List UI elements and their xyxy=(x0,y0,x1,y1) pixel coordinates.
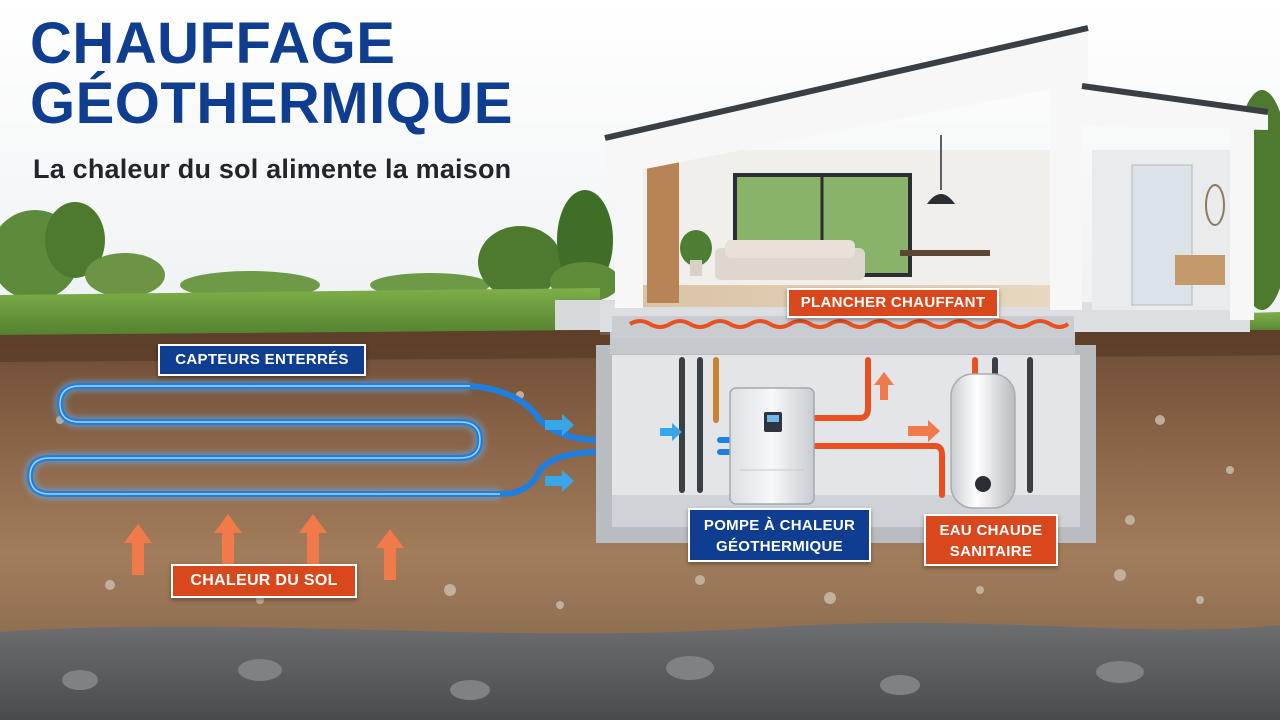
label-pompe-a-chaleur-line1: POMPE À CHALEUR xyxy=(703,517,856,534)
lawn xyxy=(0,288,600,340)
label-chaleur-du-sol-text: CHALEUR DU SOL xyxy=(190,572,338,589)
heat-up-arrow-icon xyxy=(124,514,404,580)
label-plancher-chauffant-text: PLANCHER CHAUFFANT xyxy=(800,294,986,311)
title-line-2: GÉOTHERMIQUE xyxy=(30,71,513,136)
flow-right-arrow-icon xyxy=(545,414,682,492)
hot-water-tank xyxy=(950,373,1016,509)
label-eau-chaude-sanitaire: EAU CHAUDE SANITAIRE xyxy=(924,514,1058,566)
rocks-bottom xyxy=(62,656,1144,700)
label-plancher-chauffant: PLANCHER CHAUFFANT xyxy=(787,288,999,318)
up-arrow-icon xyxy=(874,372,894,400)
ground-collector-loops xyxy=(23,380,700,500)
label-pompe-a-chaleur-line2: GÉOTHERMIQUE xyxy=(716,538,843,555)
roof xyxy=(605,28,1088,170)
title-line-1: CHAUFFAGE xyxy=(30,11,396,76)
label-pompe-a-chaleur: POMPE À CHALEUR GÉOTHERMIQUE xyxy=(688,508,871,562)
house xyxy=(555,25,1269,338)
rock-layer xyxy=(0,622,1280,720)
hot-flow-arrow-icon xyxy=(908,420,940,442)
label-capteurs-enterres-text: CAPTEURS ENTERRÉS xyxy=(175,351,349,368)
underfloor-heating-coil xyxy=(628,319,1070,329)
label-eau-chaude-line2: SANITAIRE xyxy=(949,543,1033,560)
label-chaleur-du-sol: CHALEUR DU SOL xyxy=(171,564,357,598)
basement-pipes xyxy=(679,357,1033,498)
label-capteurs-enterres: CAPTEURS ENTERRÉS xyxy=(158,344,366,376)
heat-pump-unit xyxy=(729,387,815,505)
subtitle: La chaleur du sol alimente la maison xyxy=(33,154,512,184)
page-title: CHAUFFAGE GÉOTHERMIQUE xyxy=(30,14,513,134)
label-eau-chaude-line1: EAU CHAUDE xyxy=(939,522,1043,539)
